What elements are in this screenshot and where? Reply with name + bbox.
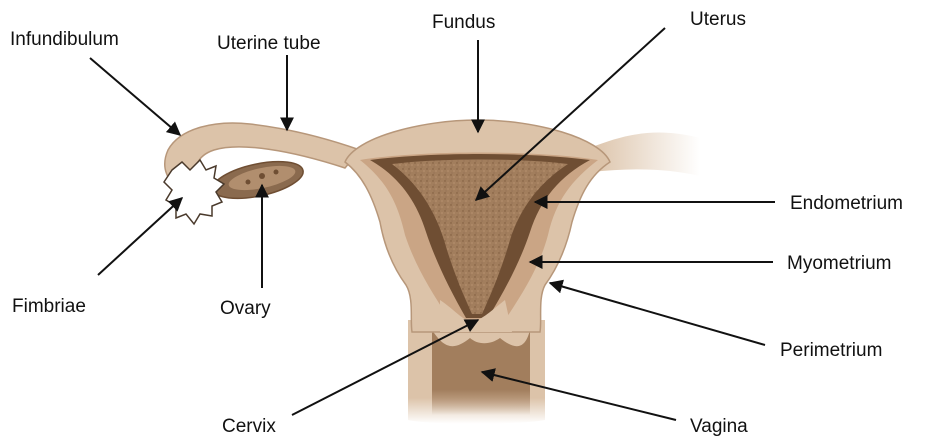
label-uterus: Uterus [690, 9, 746, 30]
fimbriae-leader [98, 198, 182, 275]
label-vagina: Vagina [690, 416, 748, 437]
label-uterine-tube: Uterine tube [217, 33, 321, 54]
label-ovary: Ovary [220, 298, 271, 319]
label-fundus: Fundus [432, 12, 495, 33]
label-perimetrium: Perimetrium [780, 340, 882, 361]
label-infundibulum: Infundibulum [10, 29, 119, 50]
label-cervix: Cervix [222, 416, 276, 437]
fimbriae-shape [164, 160, 224, 224]
label-endometrium: Endometrium [790, 193, 903, 214]
label-myometrium: Myometrium [787, 253, 892, 274]
right-uterine-tube [590, 133, 700, 176]
infundibulum-leader [90, 58, 180, 135]
ovary-follicle [259, 173, 265, 179]
anatomy-illustration [164, 120, 700, 424]
label-fimbriae: Fimbriae [12, 296, 86, 317]
perimetrium-leader [550, 283, 765, 345]
ovary-follicle [274, 170, 279, 175]
ovary-follicle [246, 180, 251, 185]
